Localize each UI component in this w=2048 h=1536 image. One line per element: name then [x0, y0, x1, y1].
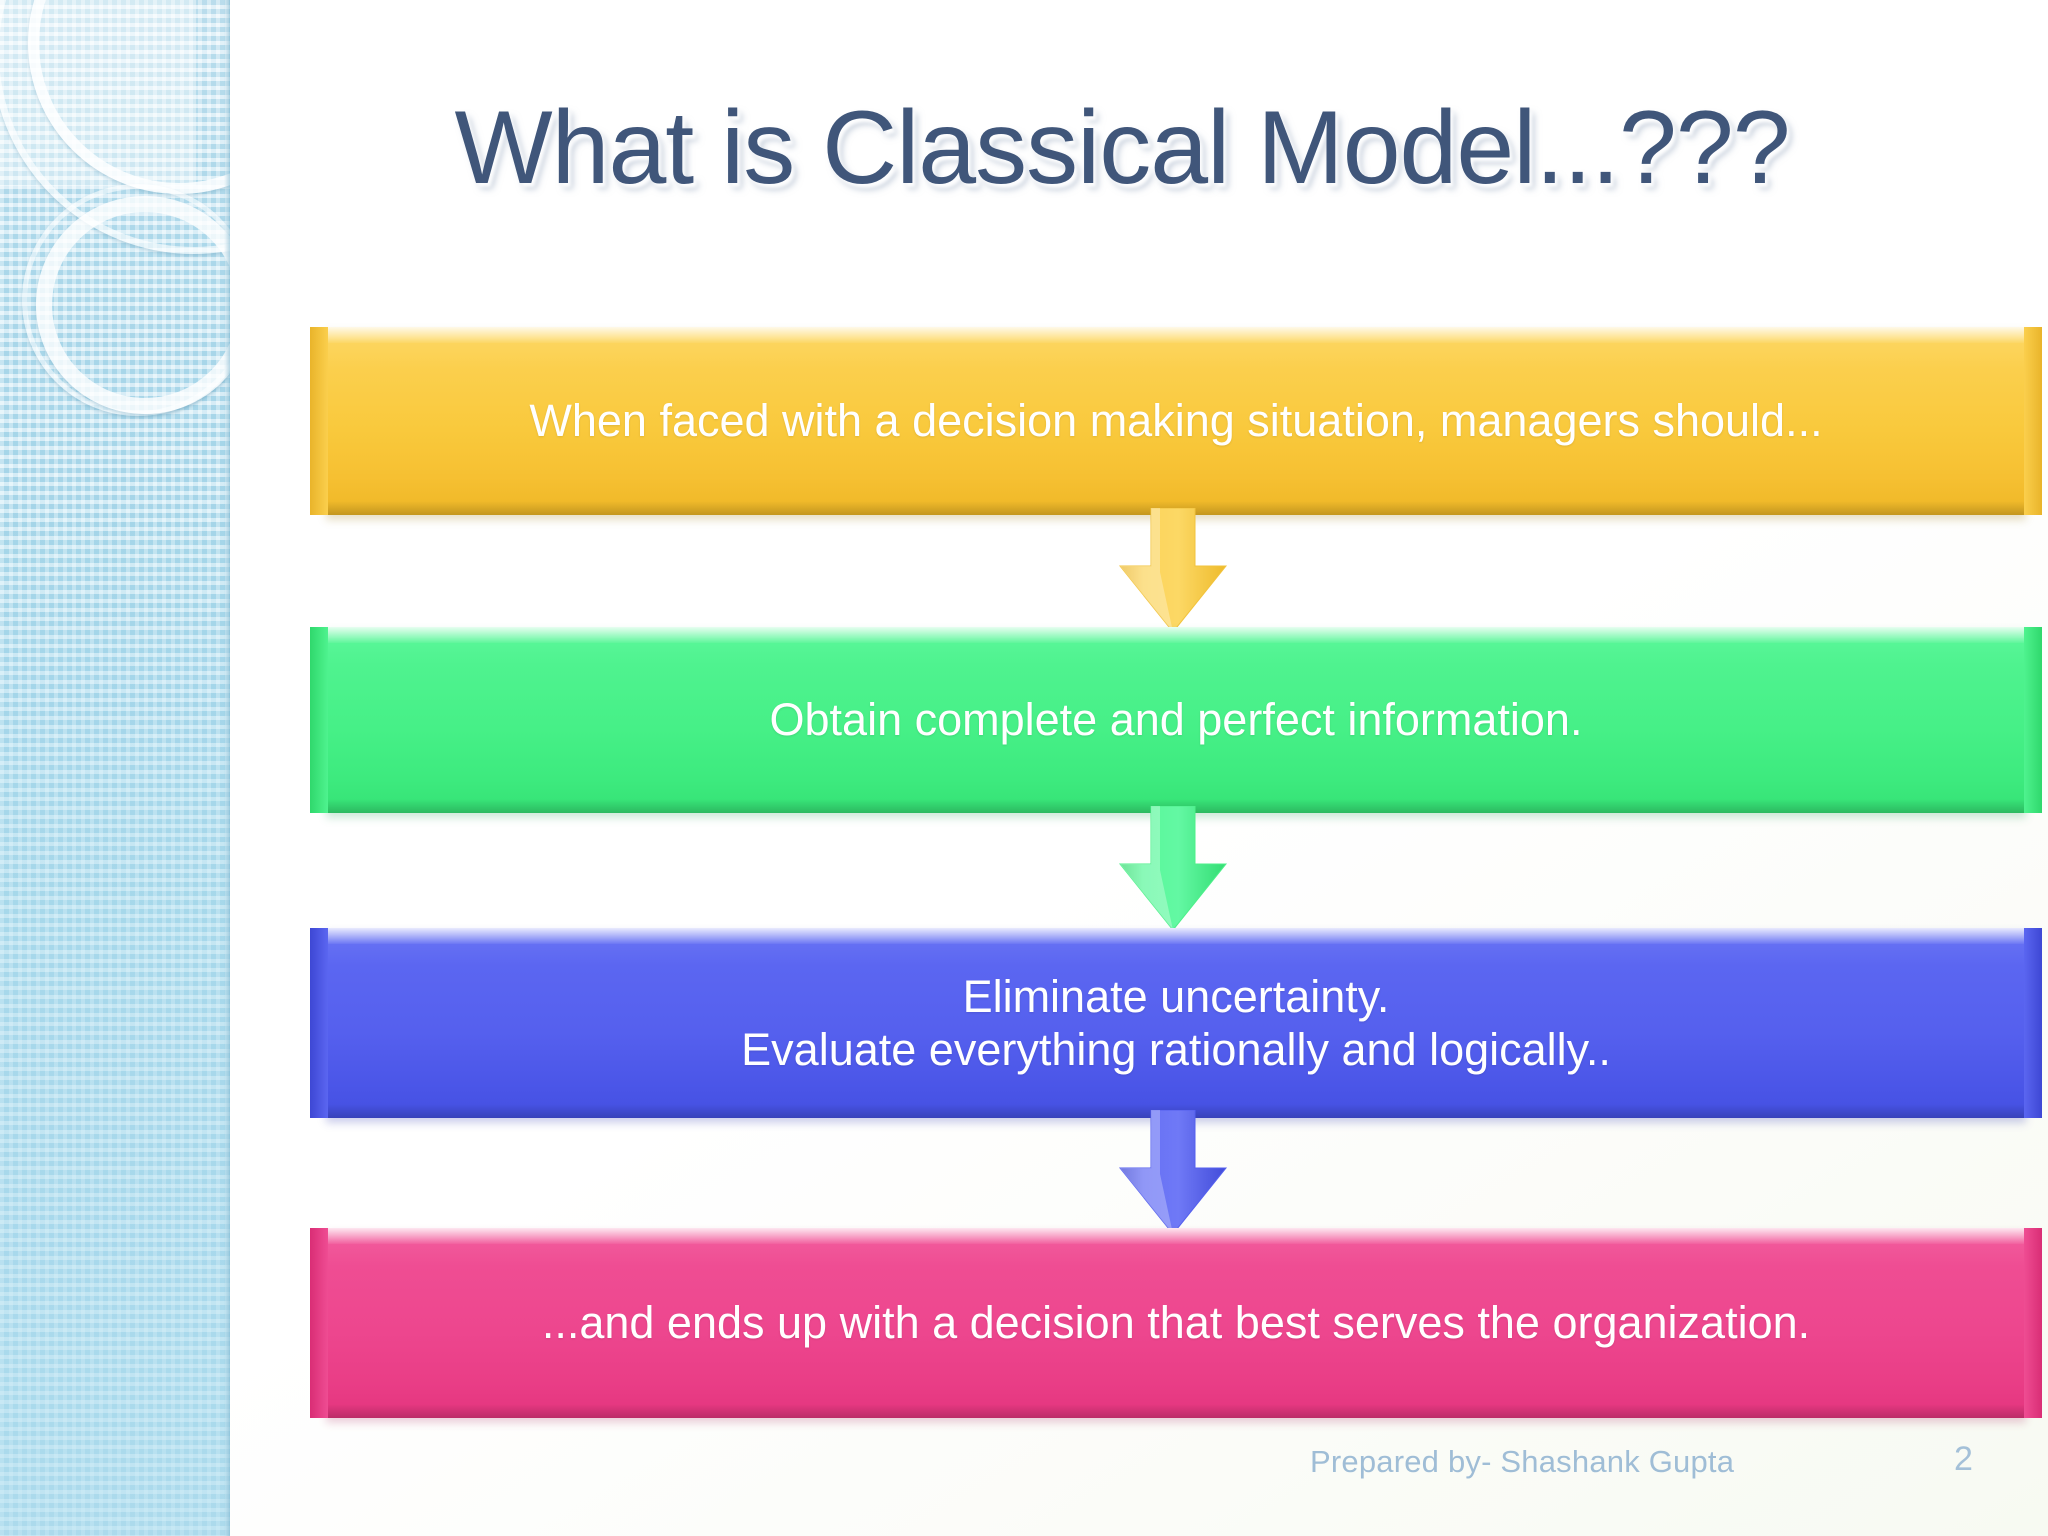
footer-credit-text: Prepared by- Shashank Gupta — [1310, 1444, 1735, 1479]
page-number: 2 — [1954, 1440, 1973, 1478]
bevel-left-edge — [310, 928, 328, 1118]
bevel-right-edge — [2024, 627, 2042, 813]
page-title: What is Classical Model...??? — [454, 90, 1790, 206]
down-arrow-icon-blue — [1098, 1109, 1248, 1235]
flow-step-label: Eliminate uncertainty. Evaluate everythi… — [741, 970, 1611, 1075]
flow-step-green[interactable]: Obtain complete and perfect information. — [310, 627, 2042, 813]
flow-step-label: When faced with a decision making situat… — [529, 395, 1823, 447]
sidebar-gradient-fade — [0, 476, 230, 1536]
bevel-right-edge — [2024, 327, 2042, 515]
flow-step-blue[interactable]: Eliminate uncertainty. Evaluate everythi… — [310, 928, 2042, 1118]
bevel-right-edge — [2024, 928, 2042, 1118]
flow-step-yellow[interactable]: When faced with a decision making situat… — [310, 327, 2042, 515]
circle-ring-outer-bottom-icon — [22, 184, 230, 416]
bevel-left-edge — [310, 327, 328, 515]
sidebar-decoration-panel — [0, 0, 230, 1536]
bevel-right-edge — [2024, 1228, 2042, 1418]
down-arrow-icon — [1118, 805, 1228, 931]
flow-step-label: Obtain complete and perfect information. — [769, 694, 1583, 746]
down-arrow-icon-yellow — [1098, 507, 1248, 633]
flow-step-label: ...and ends up with a decision that best… — [541, 1297, 1811, 1349]
bevel-left-edge — [310, 1228, 328, 1418]
bevel-left-edge — [310, 627, 328, 813]
sidebar-right-edge — [224, 0, 230, 1536]
down-arrow-icon — [1118, 507, 1228, 633]
down-arrow-icon — [1118, 1109, 1228, 1235]
down-arrow-icon-green — [1098, 805, 1248, 931]
flow-step-pink[interactable]: ...and ends up with a decision that best… — [310, 1228, 2042, 1418]
